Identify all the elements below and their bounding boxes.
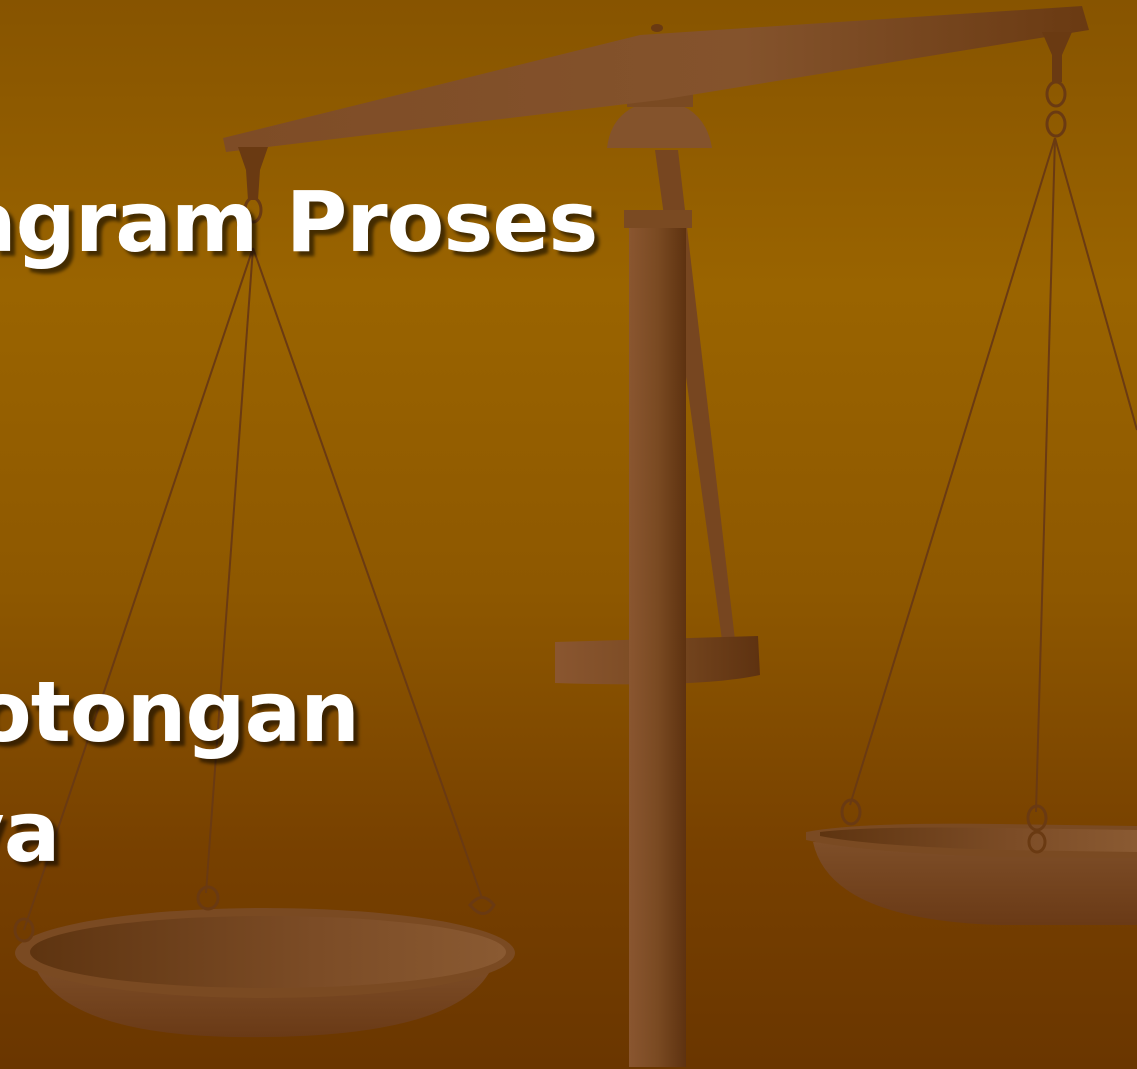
right-pan (806, 798, 1137, 925)
left-pan (13, 885, 515, 1038)
scale-beam (223, 6, 1089, 152)
slide-text-line-4: ya (0, 783, 60, 881)
right-hanger (1042, 32, 1072, 82)
scale-pivot (607, 100, 712, 148)
right-pan-strings (849, 137, 1137, 813)
left-hanger (238, 147, 268, 200)
left-pan-strings (23, 247, 483, 931)
slide-text-line-3: otongan (0, 663, 360, 761)
scale-post (629, 222, 686, 1067)
slide-text-line-2: agram Proses (0, 173, 598, 271)
